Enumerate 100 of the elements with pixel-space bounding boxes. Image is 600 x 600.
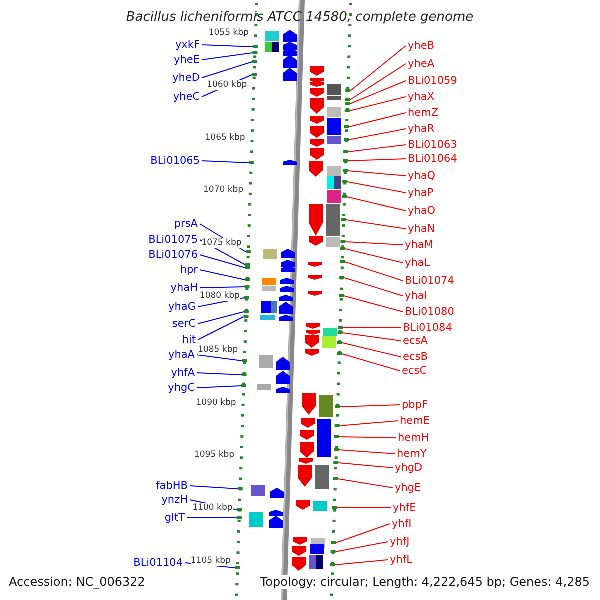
gene-label: prsA (174, 218, 198, 230)
gene-label: yhaG (168, 301, 196, 313)
scale-mark (346, 90, 351, 92)
gene-label: ecsA (403, 335, 428, 347)
scale-mark (334, 448, 340, 452)
leader-line (190, 486, 238, 490)
gene-label: yhaN (408, 223, 436, 235)
leader-line (338, 436, 396, 438)
gene-label: BLi01064 (408, 153, 458, 165)
tick-label: 1075 kbp (202, 238, 242, 248)
leader-line (344, 278, 404, 296)
leader-line (200, 254, 246, 268)
scale-mark (343, 170, 348, 172)
scale-mark (345, 102, 350, 106)
gene-label: hpr (180, 264, 198, 276)
leader-line (342, 354, 400, 372)
tick-label: 1080 kbp (200, 291, 240, 301)
scale-mark (244, 310, 249, 314)
gene-label: yhaI (405, 290, 428, 302)
leader-line (202, 44, 254, 48)
tick-label: 1055 kbp (208, 28, 249, 38)
leader-line (348, 158, 406, 162)
leader-line (346, 220, 406, 230)
scale-mark (333, 478, 338, 480)
tick-label: 1085 kbp (198, 345, 238, 355)
scale-mark (241, 384, 246, 388)
gene-label: yheA (408, 58, 435, 70)
gene-label: BLi01059 (408, 75, 458, 87)
scale-mark (343, 160, 348, 162)
scale-mark (334, 436, 340, 438)
tick-label: 1105 kbp (190, 556, 231, 566)
tick-label: 1065 kbp (205, 133, 246, 143)
scale-mark (334, 424, 340, 428)
gene-label: serC (172, 318, 196, 330)
gene-label: yhfJ (390, 536, 410, 548)
scale-mark (340, 260, 346, 264)
scale-mark (332, 506, 338, 510)
scale-mark (252, 52, 258, 54)
gene-label: BLi01075 (148, 234, 198, 246)
gene-label: yhaQ (408, 170, 436, 182)
scale-mark (238, 488, 243, 490)
scale-mark (244, 316, 249, 318)
scale-mark (245, 278, 250, 282)
gene-label: BLi01076 (148, 249, 198, 261)
leader-line (198, 312, 244, 324)
leader-line (202, 160, 250, 164)
leader-line (335, 542, 388, 552)
scale-mark (341, 218, 346, 222)
leader-line (202, 62, 253, 78)
scale-mark (344, 138, 349, 142)
scale-mark (340, 248, 346, 250)
gene-label: yhfL (390, 554, 412, 566)
gene-label: yhaA (168, 349, 195, 361)
gene-label: yhaM (405, 239, 434, 251)
title: Bacillus licheniformis ATCC 14580, complete genome (125, 10, 475, 26)
gene-label: BLi01080 (405, 306, 454, 318)
gene-label: ecsC (402, 365, 428, 377)
genome-info-text: Topology: circular; Length: 4,222,645 bp; Genes: 4,285 (260, 575, 590, 589)
scale-mark (337, 342, 342, 344)
scale-mark (342, 196, 348, 198)
leader-line (336, 524, 390, 544)
gene-label: hemE (400, 415, 430, 427)
scale-mark (252, 60, 258, 64)
tick-label: 1095 kbp (194, 450, 235, 460)
gene-label: gltT (164, 512, 185, 524)
scale-mark (340, 240, 346, 244)
leader-line (342, 342, 402, 358)
scale-mark (338, 326, 343, 330)
scale-mark (252, 46, 258, 48)
gene-label: BLi01065 (150, 155, 200, 167)
scale-mark (330, 564, 336, 566)
leader-line (344, 296, 404, 312)
gene-label: fabHB (156, 480, 188, 492)
tick-label: 1100 kbp (192, 503, 233, 513)
leader-line (338, 462, 394, 468)
gene-label: yheE (174, 54, 200, 66)
leader-line (348, 144, 406, 152)
leader-line (200, 286, 246, 288)
leader-line (348, 170, 406, 176)
gene-label: yhgC (168, 382, 195, 394)
leader-line (196, 372, 242, 376)
gene-label: yhfA (171, 367, 195, 379)
gene-label: BLi01104 (134, 557, 183, 569)
gene-label: yhaR (408, 123, 435, 135)
gene-label: yhaH (170, 282, 198, 294)
gene-label: yheC (173, 91, 200, 103)
scale-mark (252, 74, 257, 76)
gene-label: yxkF (175, 39, 200, 51)
leader-line (196, 386, 242, 388)
scale-mark (335, 406, 340, 408)
scale-mark (245, 266, 250, 270)
gene-label: ynzH (162, 494, 188, 506)
gene-label: yhfE (393, 502, 416, 514)
gene-label: yhgE (395, 482, 422, 494)
leader-line (338, 450, 396, 454)
leader-line (345, 248, 404, 264)
leader-line (347, 182, 406, 194)
leader-line (348, 112, 406, 128)
gene-label: yheD (172, 72, 200, 84)
gene-label: hit (182, 334, 196, 346)
